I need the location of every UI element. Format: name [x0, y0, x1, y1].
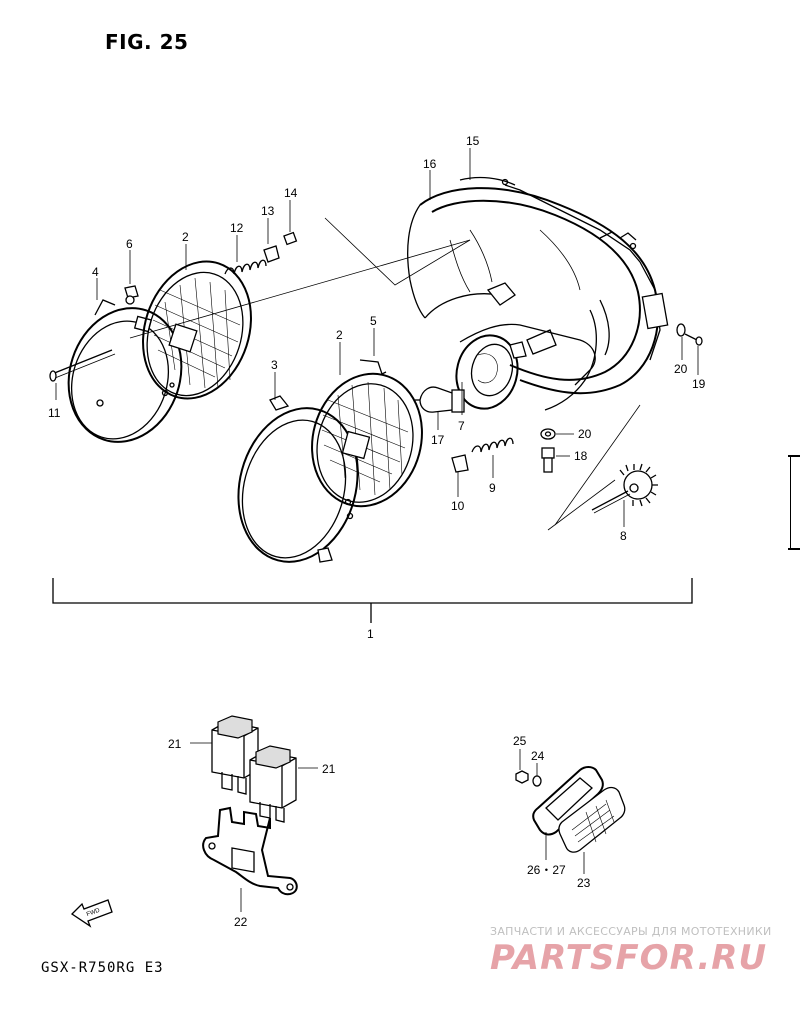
washer-20-right[interactable] [676, 323, 686, 337]
model-code: GSX-R750RG E3 [41, 960, 164, 976]
leader-8a [547, 479, 616, 531]
scan-edge-tick-2 [788, 548, 800, 550]
side-marker-nut-25[interactable] [515, 770, 529, 784]
scan-edge-line [790, 455, 791, 550]
callout-4: 4 [92, 265, 99, 279]
relay-21-right[interactable] [249, 745, 297, 823]
headlight-lens-upper[interactable] [126, 247, 268, 412]
headlight-lens-lower[interactable] [297, 361, 436, 518]
screw-19[interactable] [684, 333, 703, 346]
screw-6[interactable] [124, 285, 139, 305]
scan-edge-tick [788, 455, 800, 457]
figure-title: FIG. 25 [105, 30, 189, 54]
watermark-tagline: ЗАПЧАСТИ И АКСЕССУАРЫ ДЛЯ МОТОТЕХНИКИ [490, 925, 772, 938]
callout-15: 15 [466, 134, 480, 148]
bolt-18[interactable] [541, 447, 555, 473]
callout-1: 1 [367, 627, 374, 641]
callout-17: 17 [431, 433, 445, 447]
callout-14: 14 [284, 186, 298, 200]
cap-14[interactable] [283, 231, 298, 246]
callout-leaders [55, 148, 699, 912]
screw-11[interactable] [49, 349, 116, 382]
washer-20-lower[interactable] [540, 428, 556, 440]
headlight-rim-lower[interactable] [222, 395, 374, 576]
callout-20-lower: 20 [578, 427, 592, 441]
callout-8: 8 [620, 529, 627, 543]
callout-22: 22 [234, 915, 248, 929]
callout-21-left: 21 [168, 737, 182, 751]
wire-clip-5[interactable] [359, 359, 387, 375]
spring-9[interactable] [471, 437, 514, 453]
leader-8b [554, 404, 641, 526]
adjuster-13[interactable] [263, 245, 280, 263]
callout-23: 23 [577, 876, 591, 890]
callout-7: 7 [458, 419, 465, 433]
leader-housing-screw [129, 239, 471, 339]
adjuster-10[interactable] [451, 454, 469, 473]
bulb-17[interactable] [415, 386, 465, 413]
watermark-logo: PARTSFOR.RU [490, 938, 768, 978]
callout-24: 24 [531, 749, 545, 763]
callout-10: 10 [451, 499, 465, 513]
headlight-housing[interactable] [407, 176, 669, 411]
callout-25: 25 [513, 734, 527, 748]
side-marker-lamp-23[interactable] [558, 786, 626, 853]
side-marker-washer-24[interactable] [532, 775, 542, 787]
relay-21-left[interactable] [211, 715, 259, 795]
bulb-socket-7[interactable] [448, 328, 527, 415]
callout-11: 11 [48, 406, 61, 420]
callout-26-27: 26・27 [527, 863, 566, 877]
callout-3: 3 [271, 358, 278, 372]
assembly-bracket-1 [52, 578, 693, 604]
callout-20-right: 20 [674, 362, 688, 376]
relay-bracket-22[interactable] [202, 806, 298, 896]
leader-housing-ring [324, 217, 471, 286]
callout-9: 9 [489, 481, 496, 495]
callout-6: 6 [126, 237, 133, 251]
callout-13: 13 [261, 204, 275, 218]
callout-21-right: 21 [322, 762, 336, 776]
callout-2-upper: 2 [182, 230, 189, 244]
headlight-rim-upper[interactable] [52, 293, 199, 456]
fwd-arrow-icon [70, 899, 113, 928]
callout-19: 19 [692, 377, 706, 391]
callout-5: 5 [370, 314, 377, 328]
fwd-label: FWD [86, 908, 102, 919]
callout-16: 16 [423, 157, 437, 171]
callout-18: 18 [574, 449, 588, 463]
spring-12[interactable] [224, 259, 267, 275]
callout-2-lower: 2 [336, 328, 343, 342]
callout-12: 12 [230, 221, 244, 235]
adjuster-gear-8[interactable] [591, 463, 658, 514]
